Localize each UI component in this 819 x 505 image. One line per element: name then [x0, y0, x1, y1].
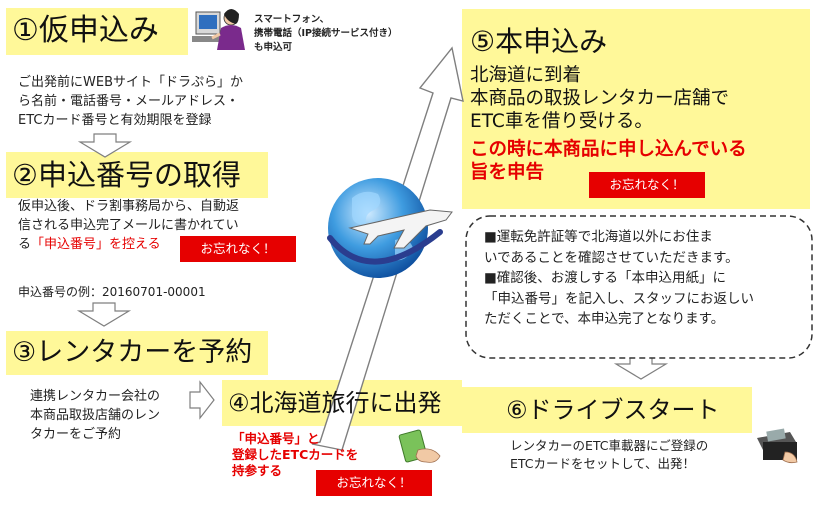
- step3-text-line: 本商品取扱店舗のレン: [30, 408, 161, 423]
- step5-text: 北海道に到着 本商品の取扱レンタカー店舗で ETC車を借り受ける。: [470, 64, 729, 133]
- down-arrow-icon: [76, 302, 132, 327]
- phone-note-line: も申込可: [254, 42, 293, 53]
- step6-text-line: ETCカードをセットして、出発！: [510, 456, 696, 471]
- step5-note-line: 「申込番号」を記入し、スタッフにお返しい: [484, 290, 754, 307]
- etc-card-hand-icon: [398, 429, 441, 463]
- step3-highlight: [6, 331, 268, 375]
- step5-text-line: 北海道に到着: [470, 65, 582, 86]
- step4-red-text: 「申込番号」と 登録したETCカードを 持参する: [232, 431, 358, 479]
- step5-red-line: この時に本商品に申し込んでいる: [470, 139, 747, 160]
- phone-note: スマートフォン、 携帯電話（IP接続サービス付き） も申込可: [254, 13, 398, 55]
- step6-text-line: レンタカーのETC車載器にご登録の: [510, 438, 709, 453]
- step5-note-line: ただくことで、本申込完了となります。: [484, 311, 725, 327]
- step2-title: ②申込番号の取得: [12, 158, 241, 192]
- down-arrow-icon: [613, 356, 669, 380]
- step1-highlight: [6, 8, 188, 55]
- step3-text: 連携レンタカー会社の 本商品取扱店舗のレン タカーをご予約: [30, 387, 160, 444]
- step6-text: レンタカーのETC車載器にご登録の ETCカードをセットして、出発！: [510, 437, 708, 473]
- step3-text-line: タカーをご予約: [30, 427, 122, 442]
- step6-highlight: [462, 387, 752, 433]
- globe-airplane-icon: [327, 178, 453, 278]
- step1-title: ①仮申込み: [12, 13, 159, 48]
- step2-highlight-text: 「申込番号」を控える: [31, 237, 161, 252]
- step5-red-line: 旨を申告: [470, 162, 545, 183]
- person-at-computer-icon: [192, 9, 245, 50]
- step5-text-line: 本商品の取扱レンタカー店舗で: [470, 88, 730, 109]
- down-arrow-icon: [77, 133, 133, 158]
- step1-text: ご出発前にWEBサイト「ドラぷら」か ら名前・電話番号・メールアドレス・ ETC…: [18, 73, 243, 130]
- step5-note-line: ■確認後、お渡しする「本申込用紙」に: [484, 270, 726, 286]
- step3-text-line: 連携レンタカー会社の: [30, 389, 161, 404]
- step2-text: 仮申込後、ドラ割事務局から、自動返 信される申込完了メールに書かれてい る「申込…: [18, 197, 239, 254]
- step4-reminder-badge: お忘れなく！: [316, 470, 432, 496]
- step5-reminder-badge: お忘れなく！: [589, 172, 705, 198]
- step5-note-line: いであることを確認させていただきます。: [484, 249, 739, 266]
- step1-text-line: ETCカード番号と有効期限を登録: [18, 113, 212, 128]
- step5-title: ⑤本申込み: [470, 25, 608, 58]
- step4-red-line: 持参する: [232, 463, 283, 478]
- step4-red-line: 登録したETCカードを: [232, 447, 359, 462]
- application-number-example: 申込番号の例：20160701-00001: [18, 285, 206, 299]
- step2-highlight: [6, 152, 268, 198]
- step6-title: ⑥ドライブスタート: [506, 396, 720, 424]
- step2-text-line: 仮申込後、ドラ割事務局から、自動返: [18, 199, 240, 214]
- step4-red-line: 「申込番号」と: [232, 431, 320, 446]
- step3-title: ③レンタカーを予約: [12, 337, 253, 368]
- step5-red-text: この時に本商品に申し込んでいる 旨を申告: [470, 138, 747, 184]
- right-arrow-icon: [189, 380, 215, 420]
- phone-note-line: スマートフォン、: [254, 14, 330, 25]
- step1-text-line: ご出発前にWEBサイト「ドラぷら」か: [18, 75, 243, 90]
- step4-title: ④北海道旅行に出発: [228, 389, 442, 417]
- phone-note-line: 携帯電話（IP接続サービス付き）: [254, 28, 398, 39]
- step1-text-line: ら名前・電話番号・メールアドレス・: [18, 94, 240, 109]
- step5-notes: ■運転免許証等で北海道以外にお住ま いであることを確認させていただきます。 ■確…: [484, 227, 754, 330]
- step2-text-line: る「申込番号」を控える: [18, 235, 239, 254]
- step2-text-line: 信される申込完了メールに書かれてい: [18, 218, 239, 233]
- step5-note-line: ■運転免許証等で北海道以外にお住ま: [484, 229, 713, 245]
- step5-text-line: ETC車を借り受ける。: [470, 111, 653, 132]
- step2-text-prefix: る: [18, 237, 32, 252]
- etc-card-reader-icon: [757, 428, 798, 464]
- notes-box-border: [465, 215, 813, 359]
- step2-reminder-badge: お忘れなく！: [180, 236, 296, 262]
